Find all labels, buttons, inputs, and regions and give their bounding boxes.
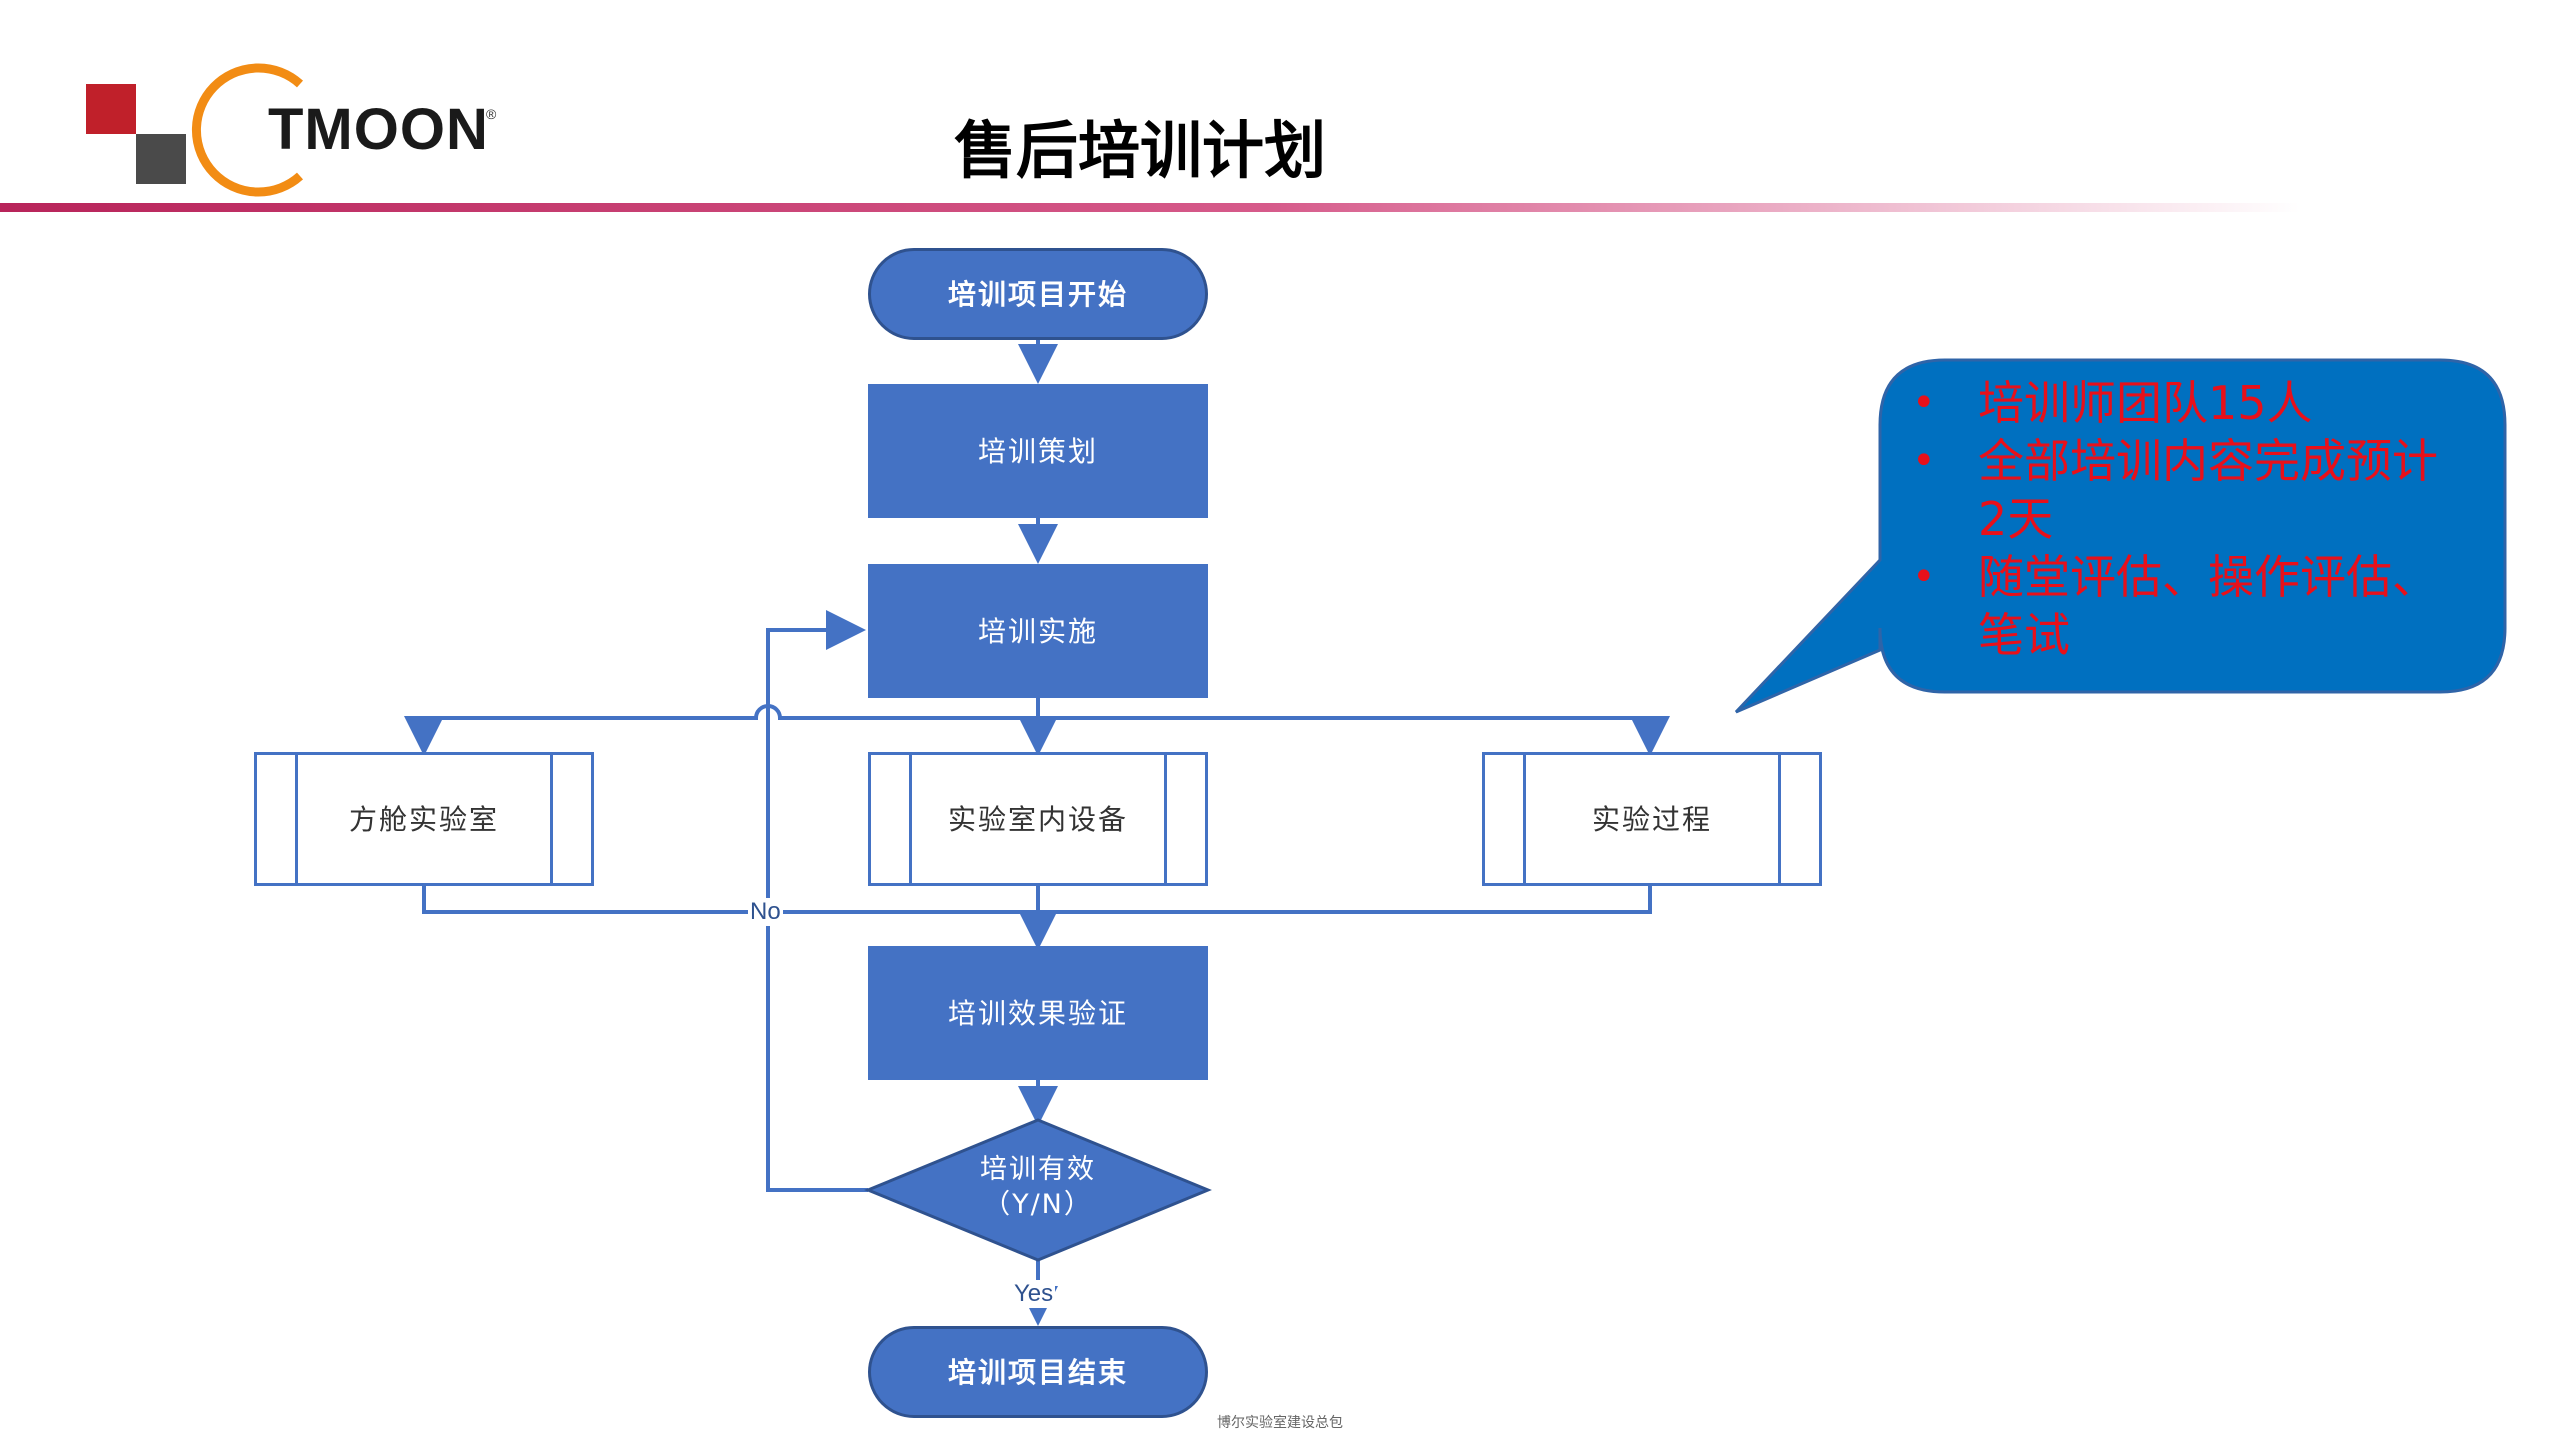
bullet-dot: • bbox=[1912, 438, 1936, 484]
brand-logo-text: TMOON bbox=[268, 97, 489, 162]
callout-item-text: 培训师团队15人 bbox=[1978, 376, 2313, 430]
callout-item-text: 全部培训内容完成预计2天 bbox=[1978, 434, 2438, 546]
edge-label-yes: Yes bbox=[1012, 1280, 1056, 1308]
branch-label: 实验室内设备 bbox=[947, 802, 1128, 836]
callout-list: • 培训师团队15人 • 全部培训内容完成预计2天 • 随堂评估、操作评估、笔试 bbox=[1900, 374, 2460, 664]
footer-text: 博尔实验室建设总包 bbox=[1217, 1415, 1343, 1431]
registered-mark: ® bbox=[486, 106, 497, 122]
decision-diamond bbox=[864, 1118, 1212, 1262]
callout-bubble bbox=[1734, 358, 2507, 714]
start-node: 培训项目开始 bbox=[868, 248, 1208, 340]
callout-item: • 全部培训内容完成预计2天 bbox=[1900, 432, 2460, 548]
bullet-dot: • bbox=[1912, 554, 1936, 600]
end-node: 培训项目结束 bbox=[868, 1326, 1208, 1418]
page-title: 售后培训计划 bbox=[953, 114, 1326, 187]
branch-lab-equipment: 实验室内设备 bbox=[868, 752, 1208, 886]
decision-label-line2: （Y/N） bbox=[983, 1189, 1093, 1221]
decision-label-line1: 培训有效 bbox=[980, 1154, 1096, 1185]
decision-label: 培训有效 （Y/N） bbox=[878, 1152, 1198, 1222]
branch-shelter-lab: 方舱实验室 bbox=[254, 752, 594, 886]
subprocess-bar-left bbox=[909, 755, 912, 883]
implementation-node: 培训实施 bbox=[868, 564, 1208, 698]
callout-item-text: 随堂评估、操作评估、笔试 bbox=[1978, 550, 2438, 662]
callout-item: • 培训师团队15人 bbox=[1900, 374, 2460, 432]
callout-item: • 随堂评估、操作评估、笔试 bbox=[1900, 548, 2460, 664]
bullet-dot: • bbox=[1912, 380, 1936, 426]
subprocess-bar-right bbox=[1164, 755, 1167, 883]
subprocess-bar-left bbox=[295, 755, 298, 883]
branch-experiment-process: 实验过程 bbox=[1482, 752, 1822, 886]
subprocess-bar-right bbox=[550, 755, 553, 883]
subprocess-bar-left bbox=[1523, 755, 1526, 883]
planning-node: 培训策划 bbox=[868, 384, 1208, 518]
edge-label-no: No bbox=[748, 898, 783, 926]
branch-label: 实验过程 bbox=[1591, 802, 1712, 836]
verification-node: 培训效果验证 bbox=[868, 946, 1208, 1080]
subprocess-bar-right bbox=[1778, 755, 1781, 883]
branch-label: 方舱实验室 bbox=[348, 802, 499, 836]
